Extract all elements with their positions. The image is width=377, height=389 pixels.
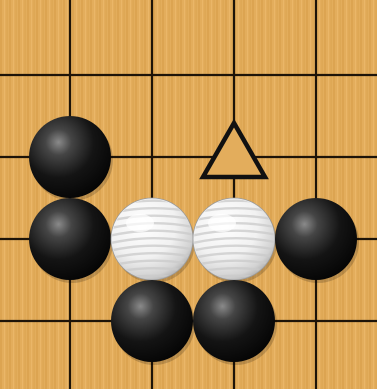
go-board: [0, 0, 377, 389]
